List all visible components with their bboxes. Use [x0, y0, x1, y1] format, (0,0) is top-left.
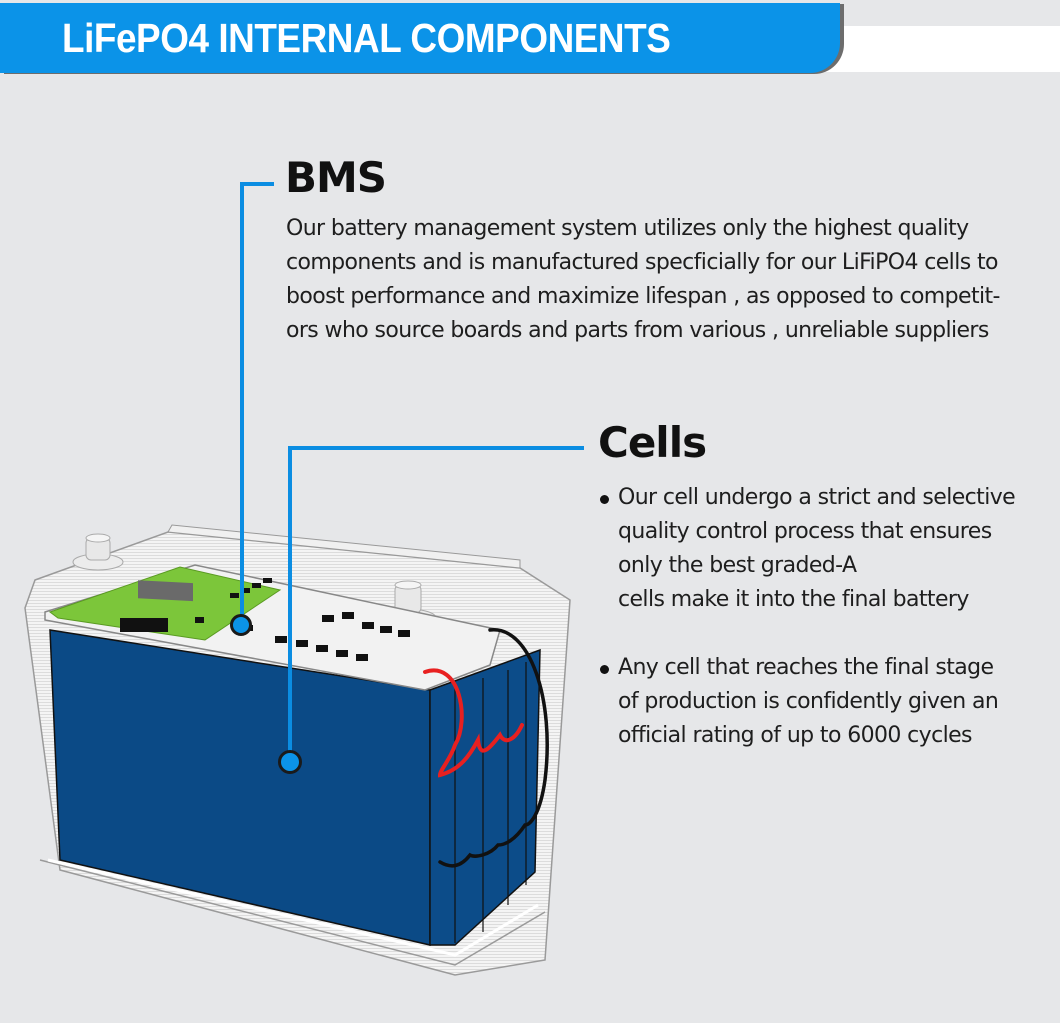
terminal-negative [72, 533, 124, 571]
cells-bullet-list: Our cell undergo a strict and selective … [598, 481, 1016, 787]
page-title: LiFePO4 INTERNAL COMPONENTS [62, 15, 671, 61]
cells-bullet-item: Any cell that reaches the final stage of… [598, 651, 1015, 753]
top-plate [44, 564, 501, 691]
cells-leader-vertical [288, 446, 292, 760]
cells-heading: Cells [598, 418, 707, 467]
bullet-line: cells make it into the final battery [618, 587, 969, 612]
bullet-line: official rating of up to 6000 cycles [618, 723, 973, 748]
bullet-dot-icon [600, 665, 609, 674]
bullet-line: quality control process that ensures [618, 519, 992, 544]
cells-bullet-item: Our cell undergo a strict and selective … [598, 481, 1016, 617]
bullet-dot-icon [600, 495, 609, 504]
bms-line: boost performance and maximize lifespan … [286, 284, 1000, 309]
bullet-line: Our cell undergo a strict and selective [618, 485, 1016, 510]
bms-line: ors who source boards and parts from var… [286, 318, 989, 343]
bullet-line: Any cell that reaches the final stage [618, 655, 994, 680]
bms-description: Our battery management system utilizes o… [286, 212, 1000, 348]
bms-line: components and is manufactured specficia… [286, 250, 998, 275]
wire-black [438, 628, 549, 868]
bullet-line: of production is confidently given an [618, 689, 999, 714]
wire-red [423, 668, 524, 778]
bms-heading: BMS [285, 153, 387, 202]
bms-line: Our battery management system utilizes o… [286, 216, 969, 241]
cells-leader-horizontal [288, 446, 584, 450]
cell-block [49, 629, 541, 946]
cells-marker [278, 750, 302, 774]
bullet-line: only the best graded-A [618, 553, 857, 578]
bms-marker [230, 614, 252, 636]
bms-leader-vertical [240, 182, 244, 626]
bms-leader-horizontal [240, 182, 274, 186]
title-banner: LiFePO4 INTERNAL COMPONENTS [0, 3, 840, 73]
